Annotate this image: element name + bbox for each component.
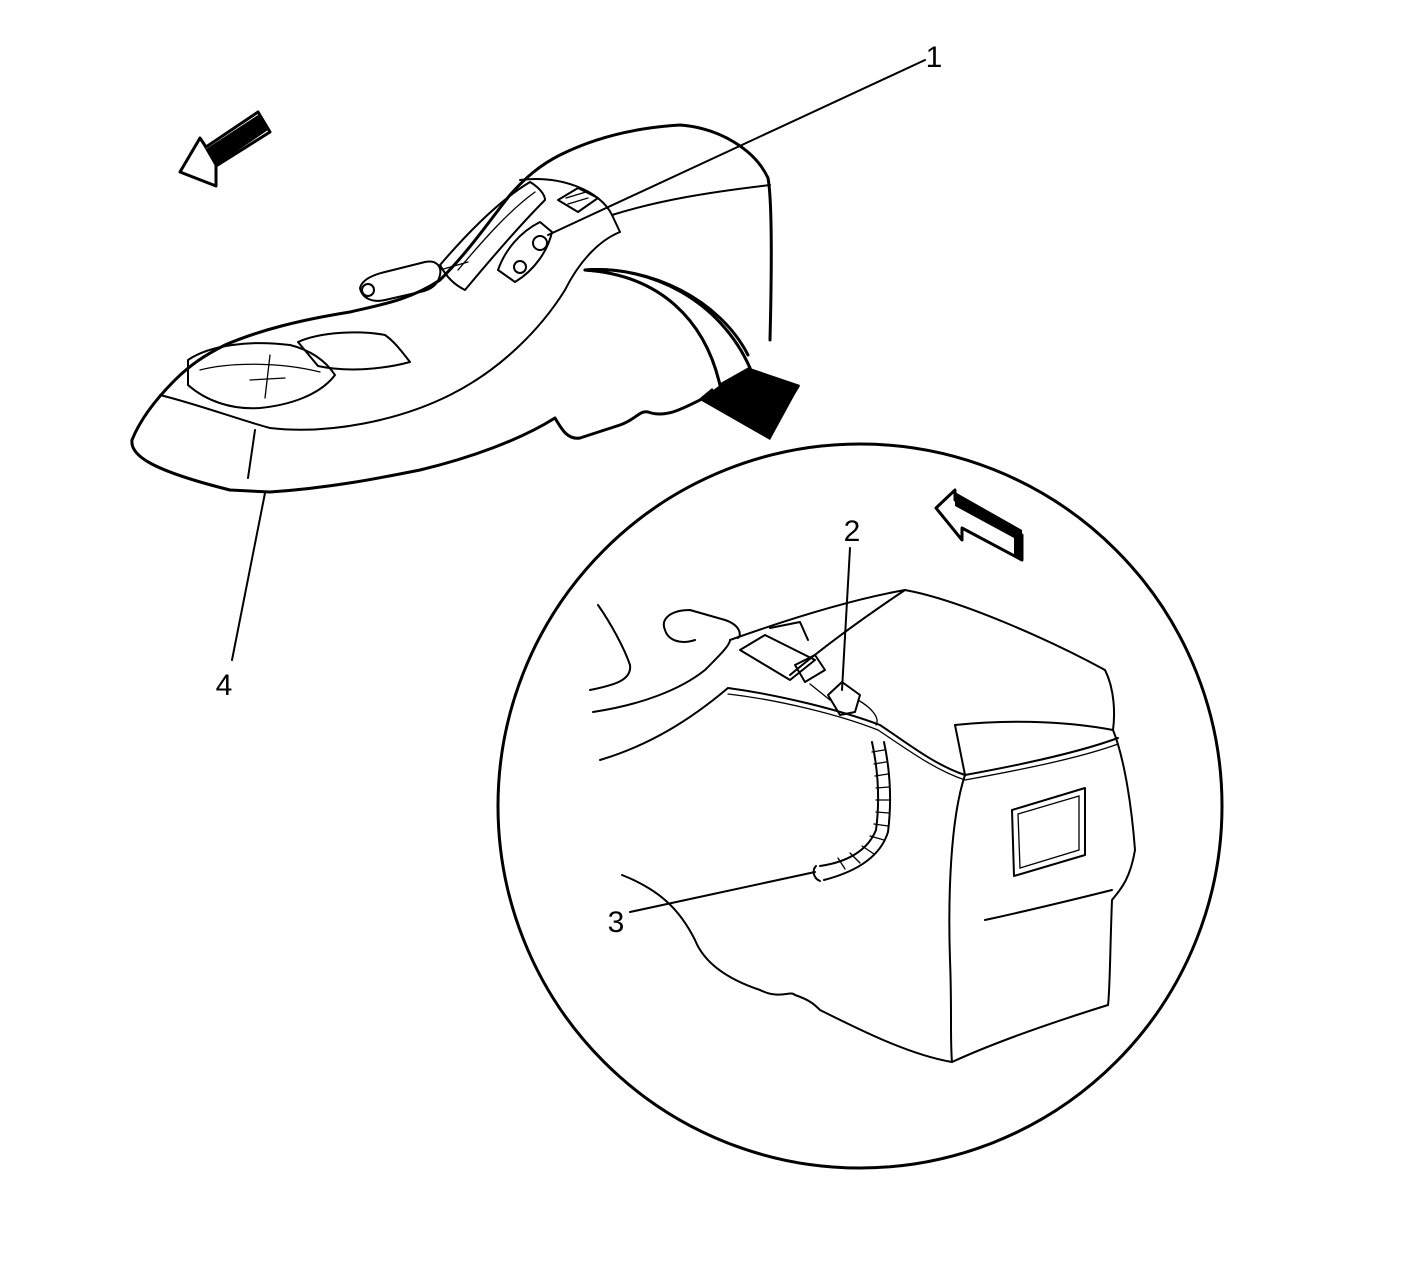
callout-3: 3 bbox=[608, 906, 625, 939]
callout-4: 4 bbox=[216, 669, 233, 702]
detail-circle bbox=[496, 442, 1224, 1170]
front-direction-arrow-detail bbox=[934, 488, 1024, 562]
console-detail-view bbox=[589, 589, 1136, 1063]
leader-line-1 bbox=[547, 59, 926, 236]
callout-1: 1 bbox=[926, 41, 943, 74]
front-direction-arrow-main bbox=[178, 110, 272, 188]
leader-line-2 bbox=[841, 547, 851, 691]
callout-2: 2 bbox=[844, 515, 861, 548]
center-console bbox=[130, 123, 773, 494]
leader-line-4 bbox=[231, 492, 266, 661]
leader-line-3 bbox=[629, 871, 816, 913]
curved-arrow-icon bbox=[583, 268, 800, 440]
leader-lines bbox=[231, 59, 926, 913]
